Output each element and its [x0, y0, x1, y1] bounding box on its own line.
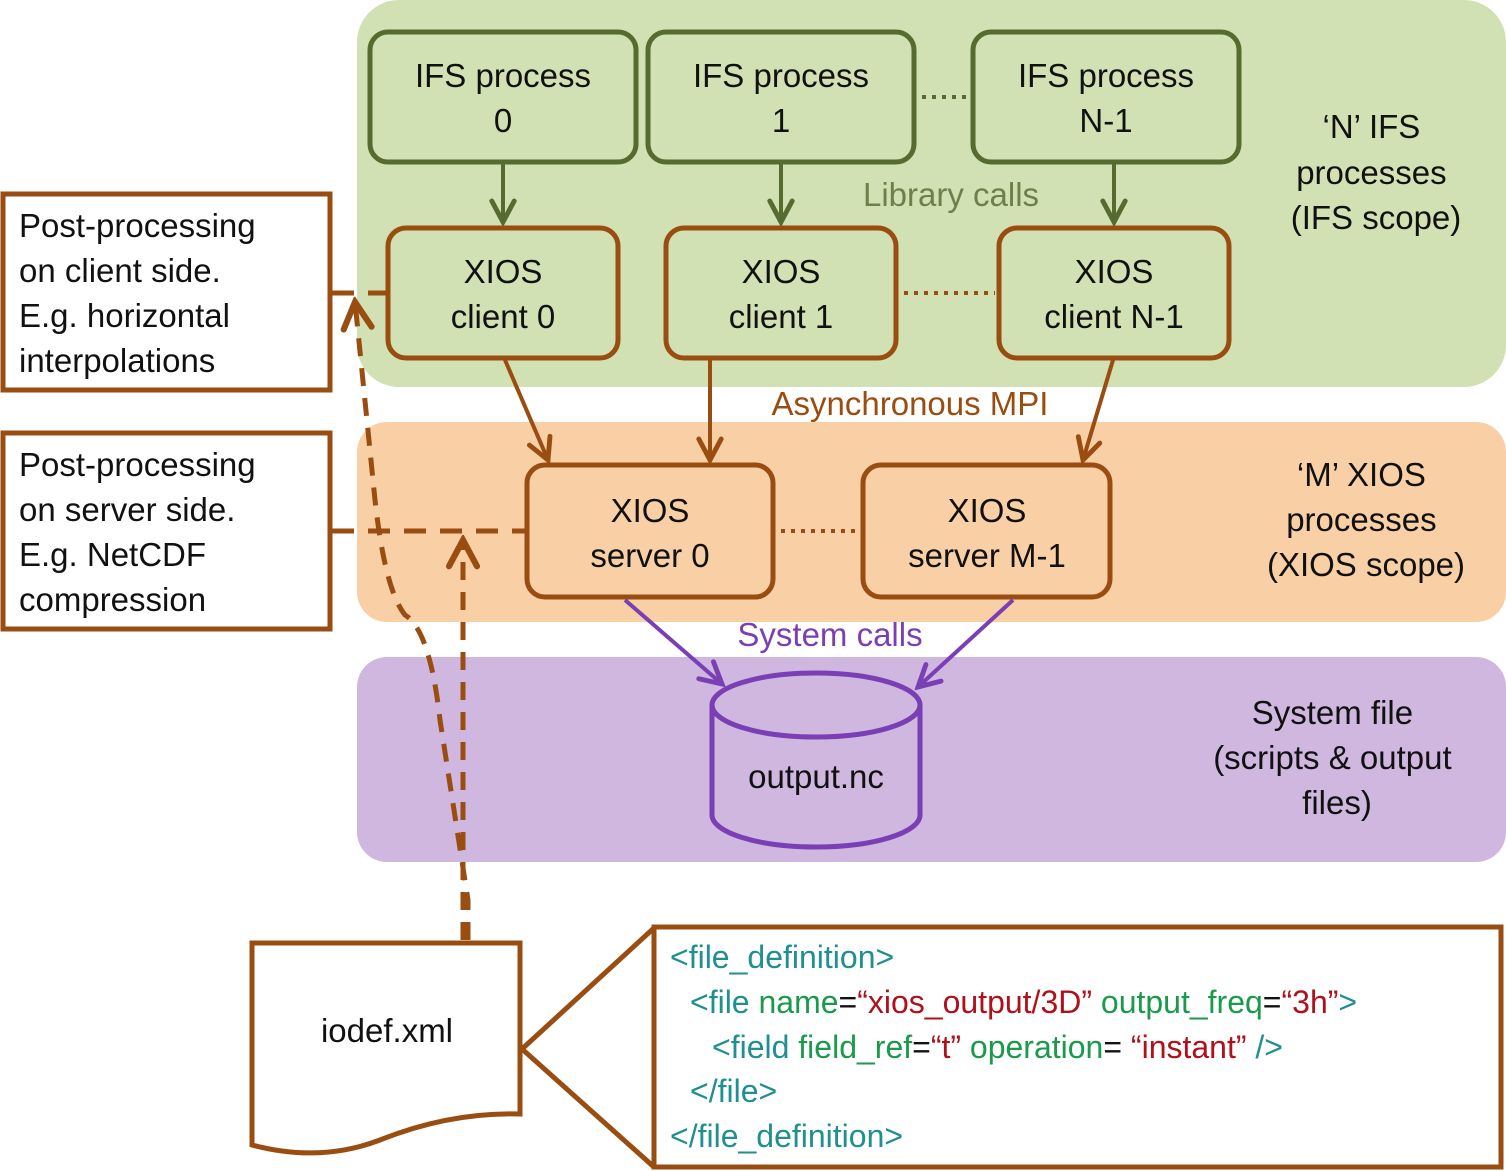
code-token-eq: = [839, 984, 858, 1020]
svg-text:Post-processing on serve: Post-processing on server side. E.g. Net… [19, 446, 265, 618]
code-token-tag: /> [1247, 1029, 1283, 1065]
code-token-eq: = [912, 1029, 931, 1065]
code-line: <field field_ref=“t” operation= “instant… [712, 1029, 1283, 1065]
output-file-cylinder: output.nc [709, 670, 923, 850]
code-token-eq: = [1263, 984, 1282, 1020]
ifs-scope-label: ‘N’ IFS processes (IFS scope) [1291, 108, 1462, 236]
iodef-code: <file_definition><file name=“xios_output… [670, 939, 1357, 1154]
code-token-attr: name [758, 984, 838, 1020]
code-token-tag: </file> [690, 1073, 777, 1109]
code-token-tag: </file_definition> [670, 1118, 903, 1154]
code-token-tag: <file_definition> [670, 939, 894, 975]
system-scope-label: System file (scripts & output files) [1213, 694, 1461, 821]
code-token-tag: <field [712, 1029, 798, 1065]
code-token-val: “xios_output/3D” [857, 984, 1092, 1020]
code-token-val: “instant” [1131, 1029, 1247, 1065]
iodef-to-client-dashed-arrow [355, 302, 471, 940]
arrow-serverm-output [918, 598, 1015, 687]
async-mpi-label: Asynchronous MPI [772, 385, 1049, 422]
code-line: <file_definition> [670, 939, 894, 975]
svg-text:Post-processing on clien: Post-processing on client side. E.g. hor… [19, 207, 265, 379]
arrow-clientn-serverm [1083, 359, 1115, 460]
code-token-tag: > [1338, 984, 1357, 1020]
iodef-filename: iodef.xml [321, 1012, 453, 1049]
code-line: </file_definition> [670, 1118, 903, 1154]
callout-pointer [518, 926, 656, 1169]
iodef-code-box [651, 924, 1504, 1170]
code-token-tag: <file [690, 984, 758, 1020]
code-line: </file> [690, 1073, 777, 1109]
output-file-name: output.nc [748, 758, 884, 795]
library-calls-label: Library calls [863, 176, 1039, 213]
system-file-layer [357, 657, 1506, 862]
code-token-val: “3h” [1281, 984, 1338, 1020]
client-side-postprocessing-note: Post-processing on client side. E.g. hor… [0, 191, 333, 393]
code-token-eq: = [1103, 1029, 1131, 1065]
xios-scope-label: ‘M’ XIOS processes (XIOS scope) [1267, 456, 1465, 583]
arrow-client0-server0 [503, 359, 548, 460]
code-token-val: “t” [931, 1029, 961, 1065]
server-side-postprocessing-note: Post-processing on server side. E.g. Net… [0, 430, 333, 632]
code-token-attr: operation [961, 1029, 1103, 1065]
system-calls-label: System calls [737, 616, 922, 653]
iodef-document: iodef.xml [249, 940, 523, 1156]
arrow-server0-output [623, 598, 722, 684]
code-token-attr: output_freq [1092, 984, 1263, 1020]
code-token-attr: field_ref [798, 1029, 912, 1065]
code-line: <file name=“xios_output/3D” output_freq=… [690, 984, 1357, 1020]
